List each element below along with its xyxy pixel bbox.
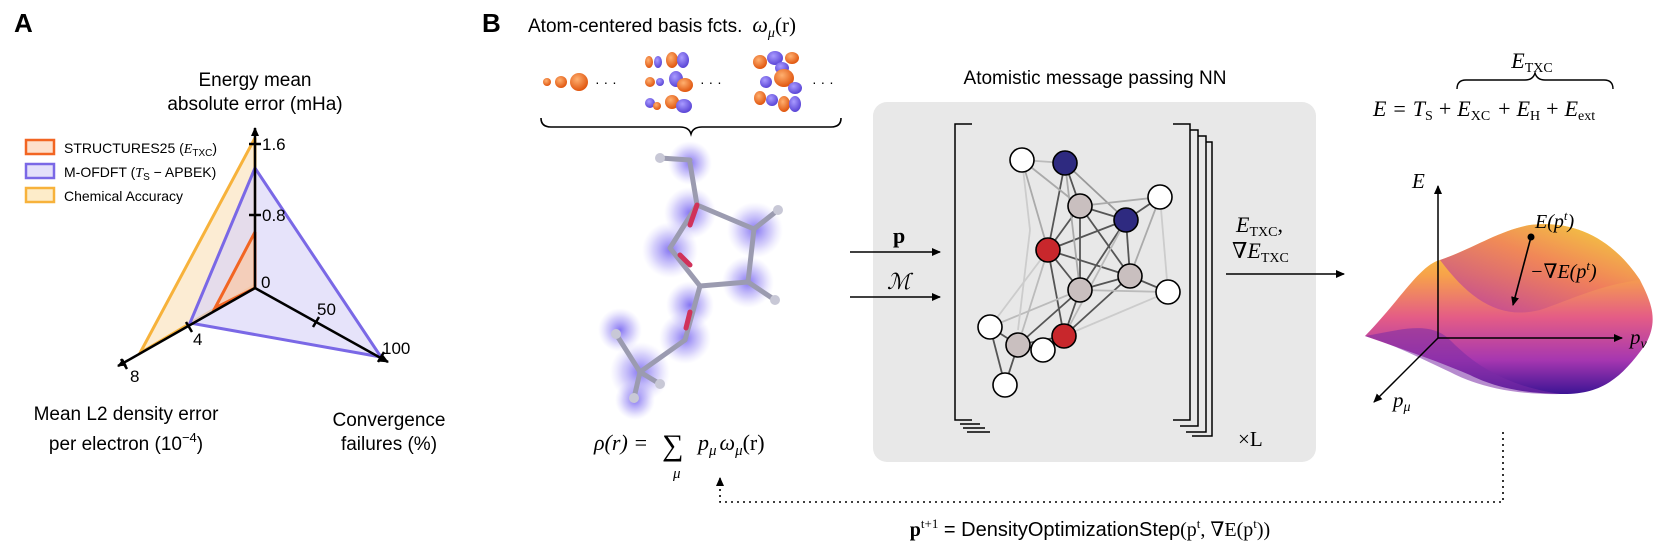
energy-axis-title-line1: Energy mean <box>198 70 311 91</box>
basis-group-s <box>543 73 588 91</box>
svg-text:ETXC: ETXC <box>1510 48 1552 76</box>
svg-text:ρ(r) =: ρ(r) = <box>593 430 648 455</box>
convergence-tick-50 <box>311 316 321 328</box>
convergence-axis <box>254 286 389 364</box>
molecule-density <box>598 141 783 420</box>
node-grey <box>1005 332 1031 358</box>
landscape-axis-pmu <box>1373 337 1439 403</box>
energy-landscape: E pν pμ E(pt) −∇E(pt) <box>1365 169 1653 415</box>
energy-brace <box>1456 70 1614 90</box>
legend-label-chemical-accuracy: Chemical Accuracy <box>64 188 183 204</box>
density-tick-label-8: 8 <box>130 367 139 386</box>
legend-label-structures25: STRUCTURES25 (ETXC) <box>64 140 217 159</box>
layer-stack-brackets <box>954 123 1213 437</box>
point-label: E(pt) <box>1534 208 1575 233</box>
input-label-p: p <box>893 223 905 248</box>
density-tick-8 <box>119 358 129 370</box>
legend: STRUCTURES25 (ETXC) M-OFDFT (TS − APBEK)… <box>24 138 217 204</box>
ellipsis-1: · · · <box>595 74 617 90</box>
basis-group-p <box>645 52 693 113</box>
node-grey <box>1067 277 1093 303</box>
landscape-label-e: E <box>1411 169 1425 193</box>
node-red <box>1051 323 1077 349</box>
panel-a-letter: A <box>14 8 33 38</box>
ellipsis-3: · · · <box>812 74 834 90</box>
energy-tick-label-0.8: 0.8 <box>262 206 286 225</box>
output-label-grad: ∇ETXC <box>1232 238 1289 266</box>
mofdft-polygon <box>187 164 385 360</box>
node-white <box>1155 279 1181 305</box>
ellipsis-2: · · · <box>700 74 722 90</box>
panel-b-letter: B <box>482 8 501 38</box>
nn-box <box>873 102 1316 462</box>
convergence-axis-title-line1: Convergence <box>332 410 445 431</box>
density-axis <box>117 286 256 368</box>
layer-count-label: ×L <box>1238 427 1263 451</box>
density-tick-4 <box>184 321 194 333</box>
landscape-label-pnu: pν <box>1628 325 1648 352</box>
nn-title: Atomistic message passing NN <box>964 68 1227 89</box>
basis-brace <box>540 117 842 137</box>
node-grey <box>1117 263 1143 289</box>
gradient-arrow <box>1511 236 1532 306</box>
density-axis-title-line1: Mean L2 density error <box>34 404 219 425</box>
graph-nodes <box>977 147 1181 398</box>
energy-tick-label-1.6: 1.6 <box>262 135 286 154</box>
svg-text:E =TS+EXC+EH+Eext: E =TS+EXC+EH+Eext <box>1372 96 1595 124</box>
density-axis-title-line2: per electron (10−4) <box>49 430 203 455</box>
convergence-tick-label-50: 50 <box>317 300 336 319</box>
convergence-tick-100 <box>376 351 386 363</box>
node-grey <box>1067 193 1093 219</box>
node-white <box>1009 147 1035 173</box>
legend-swatch-structures25 <box>24 138 56 156</box>
node-white <box>1147 184 1173 210</box>
density-tick-label-4: 4 <box>193 330 202 349</box>
output-label-e: ETXC, <box>1235 212 1283 240</box>
svg-text:μ: μ <box>672 466 681 482</box>
legend-swatch-mofdft <box>24 162 56 180</box>
node-white <box>992 372 1018 398</box>
legend-swatch-chemical-accuracy <box>24 186 56 204</box>
node-white <box>977 314 1003 340</box>
node-white <box>1030 337 1056 363</box>
node-navy <box>1113 207 1139 233</box>
basis-title: Atom-centered basis fcts.ωμ(r) <box>528 12 796 41</box>
landscape-label-pmu: pμ <box>1391 388 1411 415</box>
convergence-tick-label-100: 100 <box>382 339 410 358</box>
svg-text:∑: ∑ <box>662 429 683 462</box>
convergence-axis-title-line2: failures (%) <box>341 434 437 455</box>
node-navy <box>1052 150 1078 176</box>
energy-equation: ETXC E =TS+EXC+EH+Eext <box>1372 48 1614 124</box>
energy-tick-label-0: 0 <box>261 273 270 292</box>
input-label-m: ℳ <box>887 269 914 294</box>
node-red <box>1035 237 1061 263</box>
feedback-dotted-arrow <box>716 432 1504 503</box>
legend-label-mofdft: M-OFDFT (TS − APBEK) <box>64 164 216 183</box>
update-step-formula: pt+1 = DensityOptimizationStep(pt, ∇E(pt… <box>910 516 1270 541</box>
energy-axis-title-line2: absolute error (mHa) <box>167 94 342 115</box>
basis-group-d <box>753 51 802 112</box>
gradient-label: −∇E(pt) <box>1530 258 1597 283</box>
